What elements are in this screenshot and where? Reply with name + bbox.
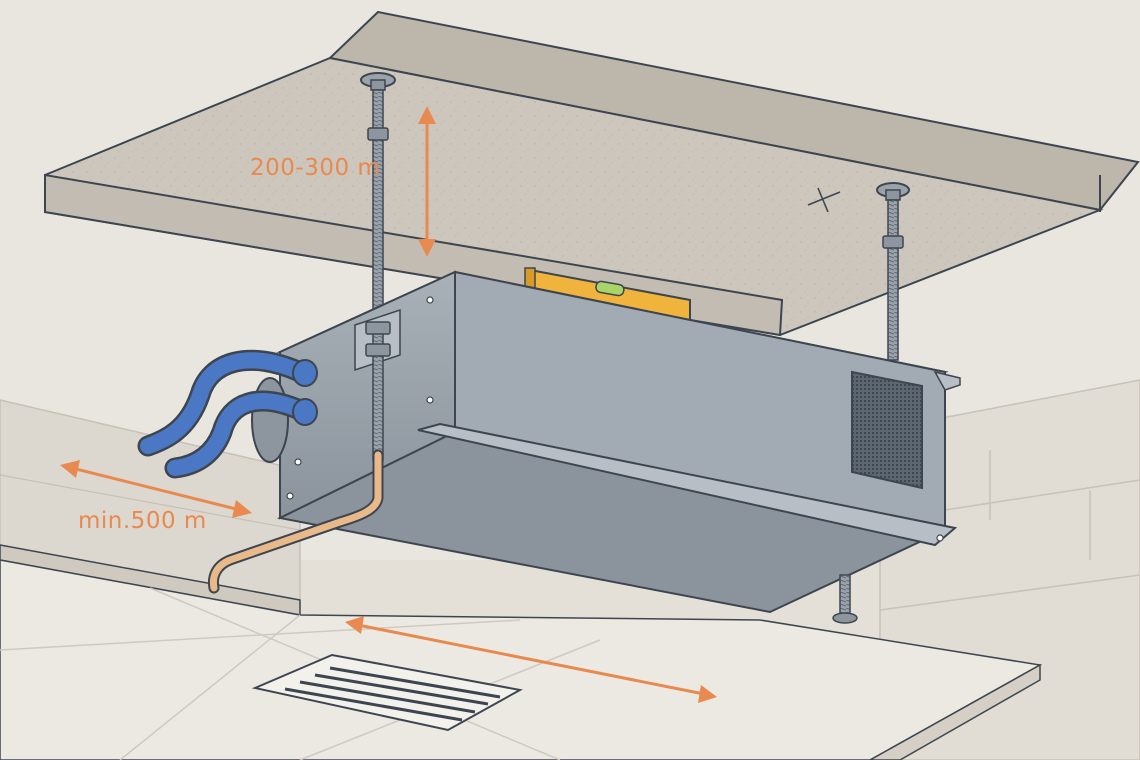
threaded-rod-right	[876, 182, 910, 361]
clearance-arrow-vertical	[418, 106, 436, 257]
intake-grille	[851, 370, 923, 490]
water-pipes	[137, 349, 318, 479]
side-clearance-label: min.500 m	[78, 508, 207, 534]
ceiling-slab	[44, 10, 1140, 337]
ceiling-clearance-label: 200-300 m	[250, 155, 381, 181]
grille-icon	[251, 653, 523, 732]
fan-coil-unit	[251, 270, 961, 624]
false-ceiling-panels	[0, 544, 1043, 760]
cross-mark-icon	[807, 187, 841, 213]
clearance-arrow-floor	[345, 616, 717, 703]
spirit-level-icon	[524, 267, 691, 322]
condensate-drain	[207, 449, 384, 594]
clearance-arrow-side	[60, 460, 252, 518]
